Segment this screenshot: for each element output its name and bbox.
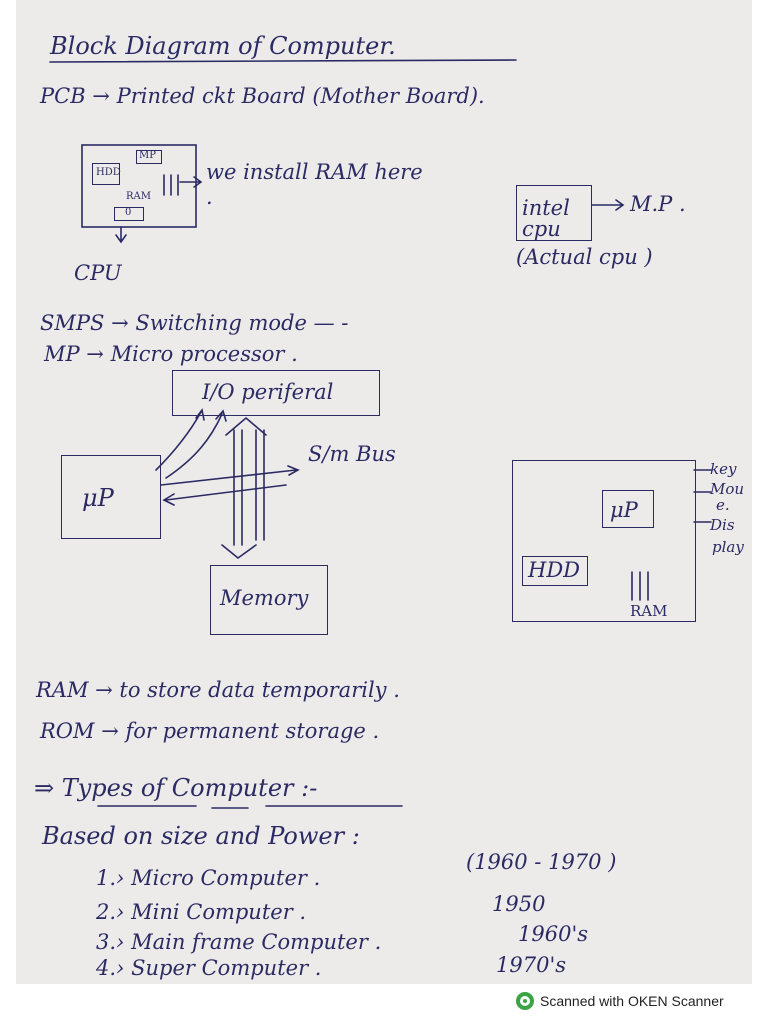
type-year-3: 1960's [518,922,588,946]
microprocessor-label: μP [82,484,114,512]
pcb-definition: PCB → Printed ckt Board (Mother Board). [40,84,485,108]
ram-label: RAM [126,191,151,202]
type-item-2: 2.› Mini Computer . [96,900,307,924]
intel-cpu-label: intel cpu [522,196,570,241]
smps-definition: SMPS → Switching mode — - [40,311,349,335]
memory-box [210,565,328,635]
mp-definition: MP → Micro processor . [44,342,298,366]
scanner-logo-icon [516,992,534,1010]
type-year-1: (1960 - 1970 ) [466,850,617,874]
board-ram-label: RAM [630,602,668,620]
board-mp-box [602,490,654,528]
basis-line: Based on size and Power : [42,822,360,850]
type-item-3: 3.› Main frame Computer . [96,930,382,954]
type-item-4: 4.› Super Computer . [96,956,322,980]
notebook-page: Block Diagram of Computer. PCB → Printed… [16,0,752,984]
system-bus-label: S/m Bus [308,442,396,466]
scanner-footer: Scanned with OKEN Scanner [516,991,724,1011]
port-display-cont: play [712,538,744,556]
port-display: Dis [710,516,735,534]
port-key: key [710,460,737,478]
type-year-2: 1950 [492,892,546,916]
scanner-footer-text: Scanned with OKEN Scanner [540,993,724,1009]
ram-install-note: we install RAM here . [206,160,423,210]
hdd-block [92,163,120,185]
mp-label: MP [139,150,156,161]
hdd-label: HDD [96,167,121,178]
ram-definition: RAM → to store data temporarily . [36,678,400,702]
type-year-4: 1970's [496,953,566,977]
actual-cpu-note: (Actual cpu ) [516,245,653,269]
board-hdd-label: HDD [528,558,580,582]
microprocessor-box [61,455,161,539]
io-peripheral-label: I/O periferal [202,380,334,404]
board-mp-label: μP [610,498,638,522]
io-peripheral-box [172,370,380,416]
motherboard-box [512,460,696,622]
type-item-1: 1.› Micro Computer . [96,866,321,890]
intel-cpu-box [516,185,592,241]
board-hdd-box [522,556,588,586]
port-mouse-cont: e. [716,496,730,514]
cpu-label: CPU [74,261,122,285]
rom-definition: ROM → for permanent storage . [40,719,380,743]
slot-block [114,207,144,221]
mp-abbrev: M.P . [630,192,686,216]
types-heading: ⇒ Types of Computer :- [34,774,318,802]
port-mouse: Mou [710,480,745,498]
page-title: Block Diagram of Computer. [50,32,396,60]
mp-block [136,150,162,164]
slot-label: 0 [125,207,132,218]
memory-label: Memory [220,586,309,610]
